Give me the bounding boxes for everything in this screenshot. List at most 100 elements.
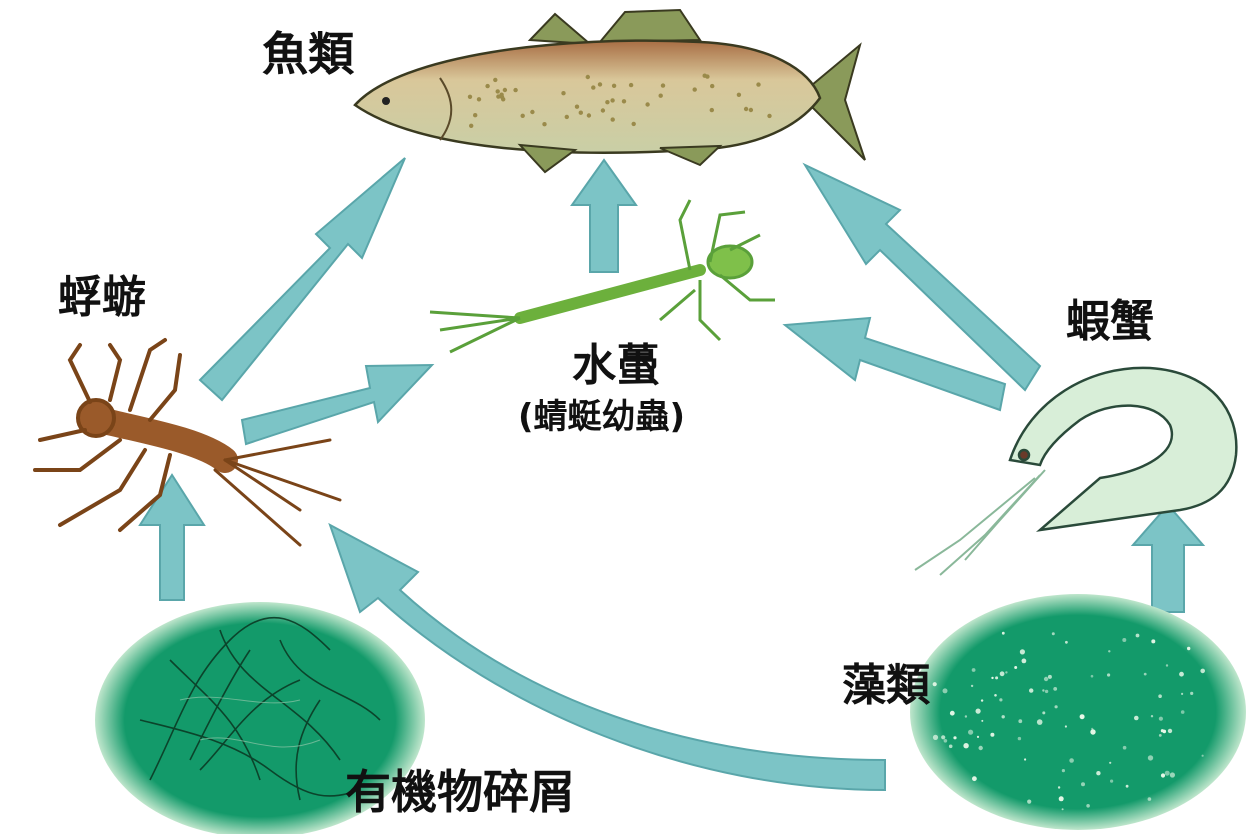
fish-spot — [564, 114, 569, 120]
algae-speck — [991, 676, 994, 680]
algae-speck — [948, 744, 953, 749]
fish-spot — [499, 94, 505, 100]
algae-speck — [1150, 715, 1154, 718]
label-detritus: 有機物碎屑 — [345, 765, 575, 819]
algae-speck — [995, 676, 999, 680]
algae-speck — [1005, 671, 1008, 674]
algae-speck — [1158, 716, 1163, 721]
algae-speck — [1164, 770, 1170, 776]
fish-spot — [597, 82, 603, 87]
fish-spot — [485, 83, 490, 89]
fish-spot — [743, 106, 749, 112]
algae-speck — [1200, 668, 1205, 674]
fish-spot — [476, 97, 482, 102]
fish-spot — [473, 113, 478, 118]
fish-spot — [496, 94, 501, 99]
arrow-algae-to-shrimp — [1130, 503, 1206, 613]
fish-spot — [578, 110, 583, 115]
algae-speck — [1158, 734, 1162, 737]
algae-speck — [1053, 687, 1058, 691]
arrows — [138, 157, 1206, 792]
algae-speck — [1091, 727, 1094, 731]
fish-illustration — [353, 8, 866, 174]
algae-speck — [981, 719, 984, 722]
algae-speck — [1036, 719, 1043, 725]
fish-spot — [628, 82, 634, 88]
label-algae: 藻類 — [842, 660, 931, 711]
algae-speck — [1134, 715, 1139, 721]
algae-speck — [953, 736, 957, 740]
algae-speck — [1043, 676, 1049, 682]
algae-speck — [1051, 632, 1055, 636]
arrow-algae-to-mayfly — [328, 522, 886, 792]
algae-speck — [941, 735, 946, 740]
algae-speck — [964, 715, 968, 718]
algae-speck — [1021, 658, 1027, 664]
arrow-shrimp-to-nymph — [782, 316, 1007, 412]
algae-speck — [1042, 689, 1045, 692]
algae-speck — [1069, 758, 1074, 763]
algae-speck — [1001, 715, 1005, 719]
fish-spot — [585, 74, 590, 80]
algae-speck — [1108, 650, 1111, 653]
fish-spot — [493, 77, 498, 83]
algae-speck — [1135, 633, 1140, 638]
fish-spot — [705, 74, 710, 79]
algae-speck — [1042, 711, 1046, 715]
fish-spot — [561, 91, 566, 96]
fish-spot — [610, 98, 615, 103]
mayfly-illustration — [33, 338, 342, 547]
fish-spot — [621, 99, 627, 104]
algae-speck — [943, 739, 948, 743]
algae-speck — [1110, 779, 1114, 783]
algae-speck — [1024, 758, 1027, 761]
algae-speck — [1125, 784, 1129, 788]
arrow-nymph-to-fish — [570, 158, 638, 273]
fish-spot — [530, 109, 535, 115]
label-fish: 魚類 — [262, 27, 355, 81]
algae-speck — [1014, 666, 1018, 669]
algae-speck — [980, 699, 984, 702]
algae-speck — [1107, 673, 1111, 677]
label-shrimp-crab: 蝦蟹 — [1066, 296, 1154, 347]
algae-speck — [949, 710, 955, 716]
arrow-detritus-to-mayfly — [138, 473, 206, 601]
label-dragonfly-nymph: 水蠆 — [572, 340, 660, 391]
algae-speck — [942, 688, 948, 694]
algae-speck — [1081, 782, 1085, 787]
fish-spot — [645, 102, 650, 107]
fish-spot — [605, 100, 610, 105]
fish-spot — [610, 117, 615, 122]
algae-speck — [1090, 674, 1094, 678]
algae-speck — [994, 694, 997, 697]
fish-spot — [574, 104, 580, 109]
algae-speck — [990, 732, 995, 737]
fish-spot — [513, 87, 518, 93]
algae-speck — [975, 708, 981, 714]
algae-speck — [1165, 664, 1169, 667]
algae-speck — [1143, 672, 1147, 676]
fish-spot — [520, 113, 525, 119]
fish-spot — [631, 121, 636, 127]
algae-speck — [1147, 755, 1154, 761]
algae-speck — [1158, 694, 1162, 698]
algae-speck — [999, 698, 1003, 702]
algae-speck — [1019, 649, 1025, 655]
algae-speck — [1122, 638, 1127, 642]
algae-speck — [1180, 710, 1185, 714]
labels: 魚類 蜉蝣 水蠆 (蜻蜓幼蟲) 蝦蟹 藻類 有機物碎屑 — [58, 27, 1154, 819]
algae-speck — [978, 745, 983, 751]
fish-spot — [600, 108, 606, 113]
fish-spot — [756, 82, 761, 87]
algae-speck — [1047, 674, 1052, 679]
algae-speck — [1181, 692, 1184, 696]
algae-speck — [1001, 631, 1005, 635]
algae-speck — [1187, 646, 1191, 651]
algae-speck — [1079, 714, 1085, 720]
algae-speck — [1058, 796, 1064, 802]
algae-speck — [1167, 728, 1173, 734]
algae-speck — [1190, 691, 1194, 696]
algae-pond — [910, 594, 1246, 830]
label-mayfly: 蜉蝣 — [58, 272, 146, 323]
